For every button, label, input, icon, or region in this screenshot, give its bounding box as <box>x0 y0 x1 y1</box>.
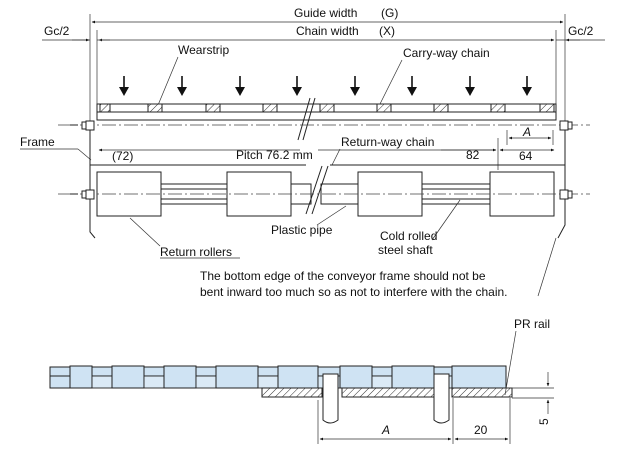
dim-82: 82 <box>466 148 480 162</box>
gc-left-label: Gc/2 <box>44 24 70 38</box>
carry-way-chain-label: Carry-way chain <box>403 46 490 60</box>
load-arrows <box>119 76 532 96</box>
cold-rolled-label-1: Cold rolled <box>380 229 437 243</box>
return-way-chain-label: Return-way chain <box>341 135 434 149</box>
chain-width-symbol: (X) <box>379 24 395 38</box>
top-dimensions <box>42 14 605 130</box>
bottom-dimensions <box>317 372 554 444</box>
guide-width-symbol: (G) <box>381 6 398 20</box>
carry-way-chain <box>96 97 557 141</box>
pitch-label: Pitch 76.2 mm <box>236 148 313 162</box>
return-rollers-label: Return rollers <box>160 245 232 259</box>
plastic-pipe-label: Plastic pipe <box>271 223 333 237</box>
dim-a-bottom: A <box>381 423 390 437</box>
wearstrip-label: Wearstrip <box>178 43 229 57</box>
dim-5: 5 <box>537 418 551 425</box>
note-line-1: The bottom edge of the conveyor frame sh… <box>200 269 486 283</box>
guide-width-label: Guide width <box>294 6 357 20</box>
pr-rail-label: PR rail <box>514 317 550 331</box>
frame-lower-bolts <box>81 189 573 200</box>
frame-label: Frame <box>20 135 55 149</box>
chain-cross-section <box>49 365 513 424</box>
chain-width-label: Chain width <box>296 24 359 38</box>
dim-a-top: A <box>522 125 531 139</box>
gc-right-label: Gc/2 <box>568 24 594 38</box>
frame-upper <box>81 120 573 131</box>
return-rollers-section <box>89 130 566 239</box>
dim-72: (72) <box>112 149 133 163</box>
dim-64: 64 <box>519 149 533 163</box>
cold-rolled-label-2: steel shaft <box>378 243 433 257</box>
note-line-2: bent inward too much so as not to interf… <box>200 285 508 299</box>
dim-20: 20 <box>474 423 488 437</box>
pitch-dimensions <box>98 130 555 170</box>
